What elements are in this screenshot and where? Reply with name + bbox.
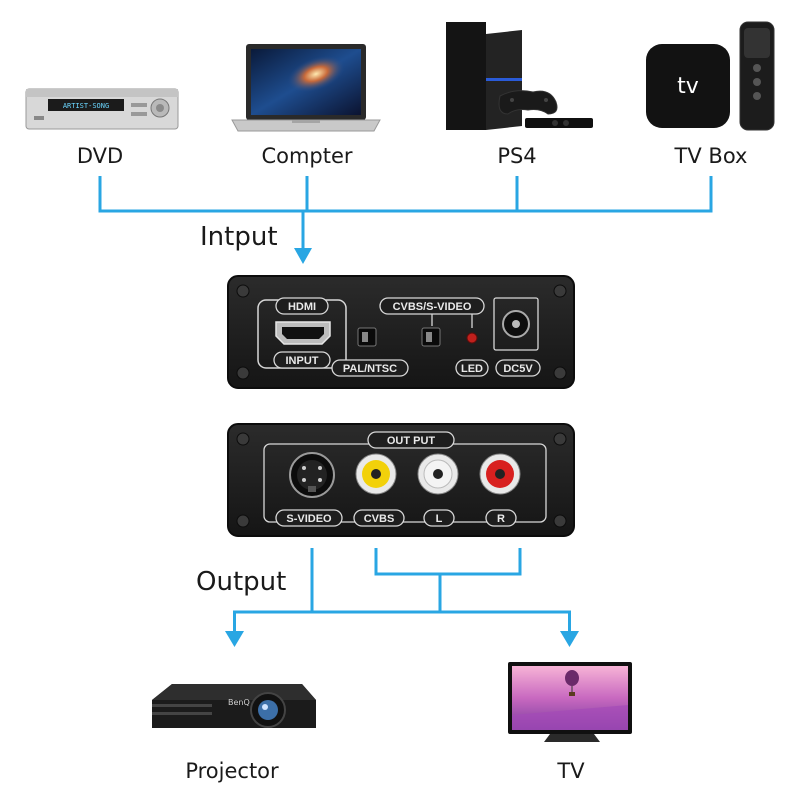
output-arrow-projector-icon	[225, 631, 244, 647]
destination-label-projector: Projector	[185, 759, 279, 783]
input-label: Intput	[200, 222, 278, 252]
output-label: Output	[196, 567, 286, 597]
output-title-label: OUT PUT	[387, 435, 436, 447]
tv-icon	[508, 662, 632, 742]
output-arrow-tv-icon	[560, 631, 579, 647]
dvd-player-icon: ARTIST-SONG	[25, 88, 179, 130]
source-label-tv-box: TV Box	[674, 144, 748, 168]
laptop-icon	[231, 44, 381, 132]
cvbs-svideo-label: CVBS/S-VIDEO	[393, 301, 472, 313]
source-label-dvd: DVD	[77, 144, 123, 168]
dc5v-label: DC5V	[503, 363, 533, 375]
ps4-console-icon	[446, 22, 593, 130]
destination-label-tv: TV	[556, 759, 585, 783]
converter-output-panel: OUT PUT S-VIDEO CVBS L R	[227, 423, 575, 537]
input-connector-lines	[98, 176, 713, 252]
hdmi-label: HDMI	[288, 301, 316, 313]
audio-left-label: L	[436, 513, 443, 525]
dvd-display-text: ARTIST-SONG	[63, 102, 109, 110]
pal-ntsc-label: PAL/NTSC	[343, 363, 397, 375]
projector-brand-text: BenQ	[228, 698, 250, 707]
source-label-computer: Compter	[261, 144, 352, 168]
cvbs-label: CVBS	[364, 513, 395, 525]
output-connector-lines	[233, 548, 571, 634]
projector-icon: BenQ	[152, 684, 316, 728]
input-port-label: INPUT	[286, 355, 319, 367]
tv-box-icon: tv	[646, 21, 775, 131]
led-label: LED	[461, 363, 483, 375]
audio-right-label: R	[497, 513, 505, 525]
input-arrow-icon	[294, 248, 312, 264]
led-indicator	[466, 332, 478, 344]
source-label-ps4: PS4	[497, 144, 536, 168]
tv-box-brand-text: tv	[677, 74, 699, 99]
s-video-label: S-VIDEO	[286, 513, 332, 525]
converter-input-panel: HDMI INPUT PAL/NTSC CVBS/S-VIDEO LED DC5…	[227, 275, 575, 389]
